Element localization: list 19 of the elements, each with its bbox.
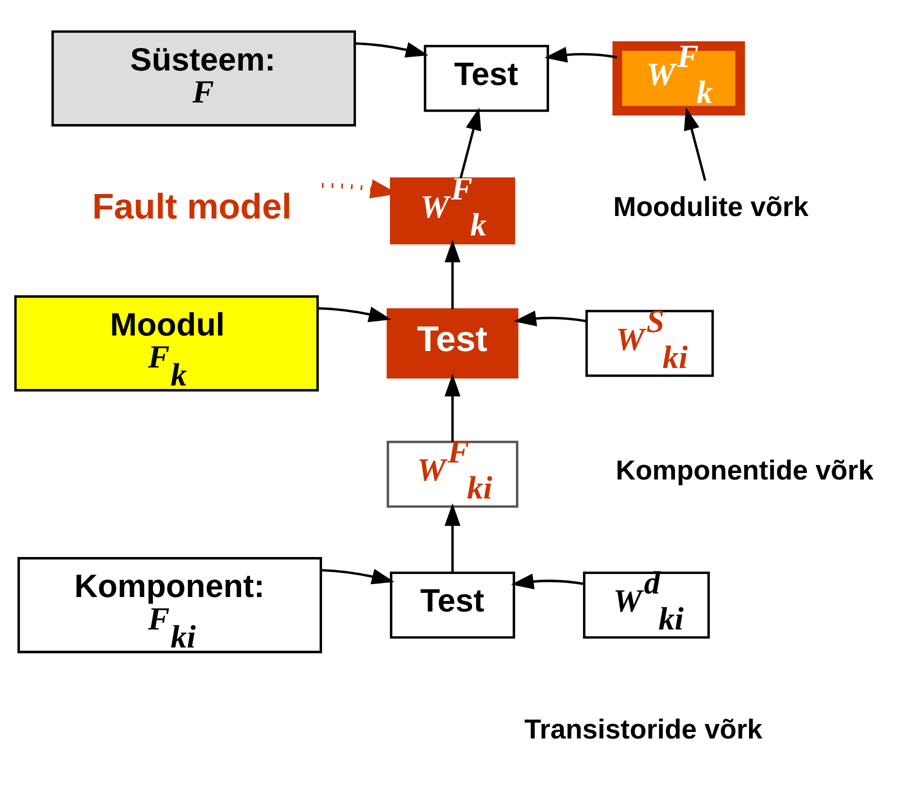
arrow [354, 42, 428, 58]
arrow [683, 107, 706, 181]
node-box: Test [389, 572, 515, 639]
label: Transistoride võrk [524, 714, 762, 745]
label: Komponentide võrk [615, 454, 873, 486]
arrow [544, 46, 617, 63]
node-box: Süsteem: F [50, 30, 356, 126]
arrow [444, 503, 460, 573]
arrow [510, 574, 584, 590]
node-text: Moodulite võrk [612, 190, 808, 222]
arrow [459, 107, 481, 178]
arrow [444, 240, 460, 310]
arrow [513, 310, 586, 326]
node-text: Fault model [92, 186, 292, 226]
node-box: Test [386, 308, 518, 379]
node-box: Test [423, 44, 549, 112]
arrow [317, 306, 391, 322]
arrow [444, 374, 460, 442]
arrow [320, 568, 394, 584]
